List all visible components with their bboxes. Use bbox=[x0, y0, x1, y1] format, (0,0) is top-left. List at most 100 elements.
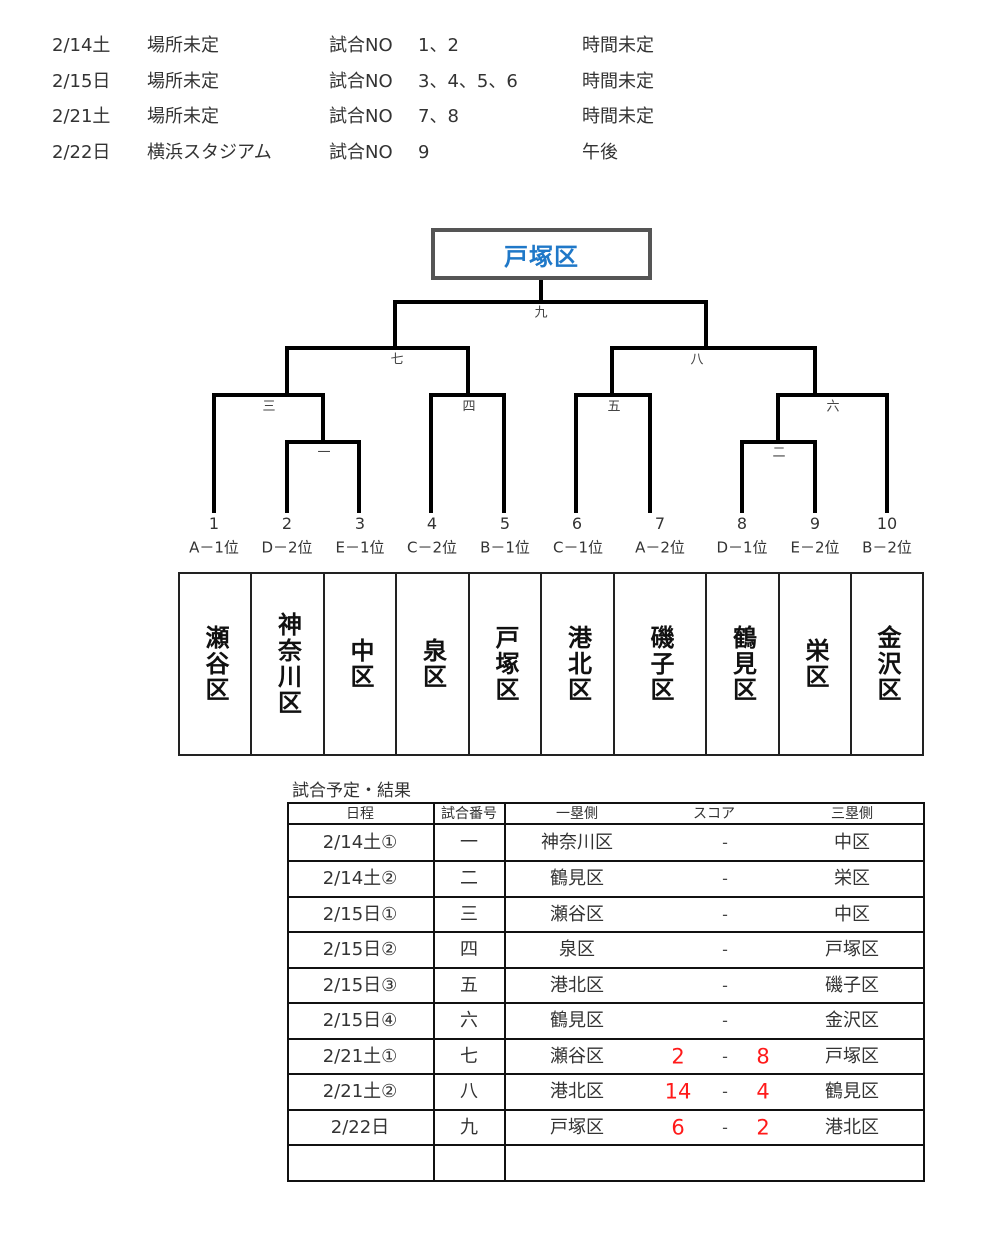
team-name: 鶴見区 bbox=[728, 625, 757, 703]
row-third-base: 磯子区 bbox=[825, 974, 879, 996]
team-boxes: 瀬谷区 神奈川区 中区 泉区 戸塚区 港北区 磯子区 鶴見区 栄区 金沢区 bbox=[178, 572, 924, 756]
row-third-base: 港北区 bbox=[825, 1116, 879, 1138]
match-label-8: 八 bbox=[690, 352, 704, 368]
row-divider bbox=[289, 1109, 923, 1111]
row-date: 2/14土① bbox=[322, 831, 398, 853]
row-score-dash: - bbox=[722, 869, 728, 888]
team-box: 中区 bbox=[325, 574, 397, 754]
table-row: 2/22日 九 戸塚区 6 - 2 港北区 bbox=[289, 1111, 923, 1144]
team-box: 磯子区 bbox=[615, 574, 707, 754]
info-match-label: 試合NO bbox=[329, 71, 393, 92]
row-score-dash: - bbox=[722, 1011, 728, 1030]
row-match-no: 七 bbox=[460, 1045, 478, 1067]
table-row: 2/14土① 一 神奈川区 - 中区 bbox=[289, 825, 923, 860]
row-score-dash: - bbox=[722, 904, 728, 924]
results-table: 日程 試合番号 一塁側 スコア 三塁側 2/14土① 一 神奈川区 - 中区 2… bbox=[287, 802, 925, 1182]
info-match-label: 試合NO bbox=[329, 35, 393, 56]
team-box: 鶴見区 bbox=[707, 574, 780, 754]
match-label-1: 一 bbox=[317, 445, 331, 461]
team-name: 神奈川区 bbox=[273, 612, 302, 716]
info-matches: 3、4、5、6 bbox=[418, 71, 518, 92]
slot-number: 5 bbox=[499, 514, 511, 533]
row-first-base: 港北区 bbox=[550, 1081, 604, 1102]
slot-seed: D－2位 bbox=[261, 538, 313, 557]
row-first-base: 泉区 bbox=[559, 939, 595, 960]
slot-number: 9 bbox=[809, 514, 821, 533]
info-time: 時間未定 bbox=[582, 106, 654, 127]
team-name: 栄区 bbox=[801, 638, 829, 690]
row-date: 2/21土① bbox=[322, 1045, 398, 1067]
row-first-base: 瀬谷区 bbox=[550, 903, 604, 925]
row-score-dash: - bbox=[722, 940, 728, 959]
info-time: 時間未定 bbox=[582, 71, 654, 92]
row-divider bbox=[289, 1144, 923, 1146]
slot-seed: E－1位 bbox=[335, 538, 385, 557]
team-box: 金沢区 bbox=[852, 574, 922, 754]
team-box: 戸塚区 bbox=[470, 574, 542, 754]
row-divider bbox=[289, 931, 923, 933]
info-venue: 場所未定 bbox=[147, 71, 219, 92]
row-match-no: 四 bbox=[460, 939, 478, 960]
slot-number: 2 bbox=[281, 514, 293, 533]
table-row: 2/15日① 三 瀬谷区 - 中区 bbox=[289, 898, 923, 931]
row-date: 2/15日② bbox=[322, 939, 398, 960]
table-row: 2/15日② 四 泉区 - 戸塚区 bbox=[289, 933, 923, 967]
slot-number: 6 bbox=[571, 514, 583, 533]
slot-number: 3 bbox=[354, 514, 366, 533]
row-divider bbox=[289, 860, 923, 862]
info-matches: 1、2 bbox=[418, 35, 459, 56]
row-first-base: 戸塚区 bbox=[550, 1116, 604, 1138]
schedule-info-row: 2/22日 横浜スタジアム 試合NO 9 午後 bbox=[0, 142, 1000, 164]
team-name: 中区 bbox=[346, 638, 374, 690]
schedule-info-row: 2/14土 場所未定 試合NO 1、2 時間未定 bbox=[0, 35, 1000, 57]
team-name: 金沢区 bbox=[873, 625, 901, 703]
slot-seed: B－1位 bbox=[480, 538, 530, 557]
table-row-empty bbox=[289, 1146, 923, 1180]
row-score-third: 8 bbox=[756, 1044, 770, 1068]
info-date: 2/21土 bbox=[52, 106, 111, 127]
info-venue: 横浜スタジアム bbox=[147, 142, 272, 163]
row-first-base: 瀬谷区 bbox=[550, 1045, 604, 1067]
slot-seed: A－1位 bbox=[189, 538, 239, 557]
team-box: 栄区 bbox=[780, 574, 852, 754]
team-box: 瀬谷区 bbox=[180, 574, 252, 754]
match-label-2: 二 bbox=[772, 445, 786, 461]
table-row: 2/15日④ 六 鶴見区 - 金沢区 bbox=[289, 1004, 923, 1038]
slot-seed: A－2位 bbox=[635, 538, 685, 557]
team-name: 戸塚区 bbox=[491, 625, 519, 703]
slot-number: 10 bbox=[876, 514, 898, 533]
slot-number: 1 bbox=[208, 514, 220, 533]
column-divider bbox=[433, 804, 435, 1180]
info-time: 午後 bbox=[582, 142, 618, 163]
row-score-dash: - bbox=[722, 975, 728, 995]
row-score-dash: - bbox=[722, 1082, 728, 1101]
row-third-base: 戸塚区 bbox=[825, 939, 879, 960]
header-date: 日程 bbox=[346, 805, 374, 822]
header-first-base: 一塁側 bbox=[556, 805, 598, 822]
row-third-base: 中区 bbox=[834, 831, 870, 853]
row-first-base: 鶴見区 bbox=[550, 1010, 604, 1031]
row-match-no: 二 bbox=[460, 868, 478, 889]
row-divider bbox=[289, 967, 923, 969]
team-box: 泉区 bbox=[397, 574, 470, 754]
row-date: 2/15日① bbox=[322, 903, 398, 925]
slot-seed: E－2位 bbox=[790, 538, 840, 557]
info-date: 2/22日 bbox=[52, 142, 111, 163]
slot-seed: C－1位 bbox=[552, 538, 604, 557]
header-match-no: 試合番号 bbox=[441, 805, 497, 822]
table-header: 日程 試合番号 一塁側 スコア 三塁側 bbox=[289, 804, 923, 823]
row-match-no: 三 bbox=[460, 903, 478, 925]
row-score-first: 6 bbox=[671, 1115, 685, 1139]
bracket-lines bbox=[212, 278, 889, 513]
info-match-label: 試合NO bbox=[329, 142, 393, 163]
row-score-dash: - bbox=[722, 1046, 728, 1066]
row-divider bbox=[289, 1038, 923, 1040]
schedule-info-row: 2/15日 場所未定 試合NO 3、4、5、6 時間未定 bbox=[0, 71, 1000, 93]
slot-number: 8 bbox=[736, 514, 748, 533]
match-label-5: 五 bbox=[607, 399, 621, 415]
row-score-first: 2 bbox=[671, 1044, 685, 1068]
team-box: 神奈川区 bbox=[252, 574, 325, 754]
column-divider bbox=[504, 804, 506, 1180]
row-first-base: 鶴見区 bbox=[550, 868, 604, 889]
row-third-base: 栄区 bbox=[834, 868, 870, 889]
